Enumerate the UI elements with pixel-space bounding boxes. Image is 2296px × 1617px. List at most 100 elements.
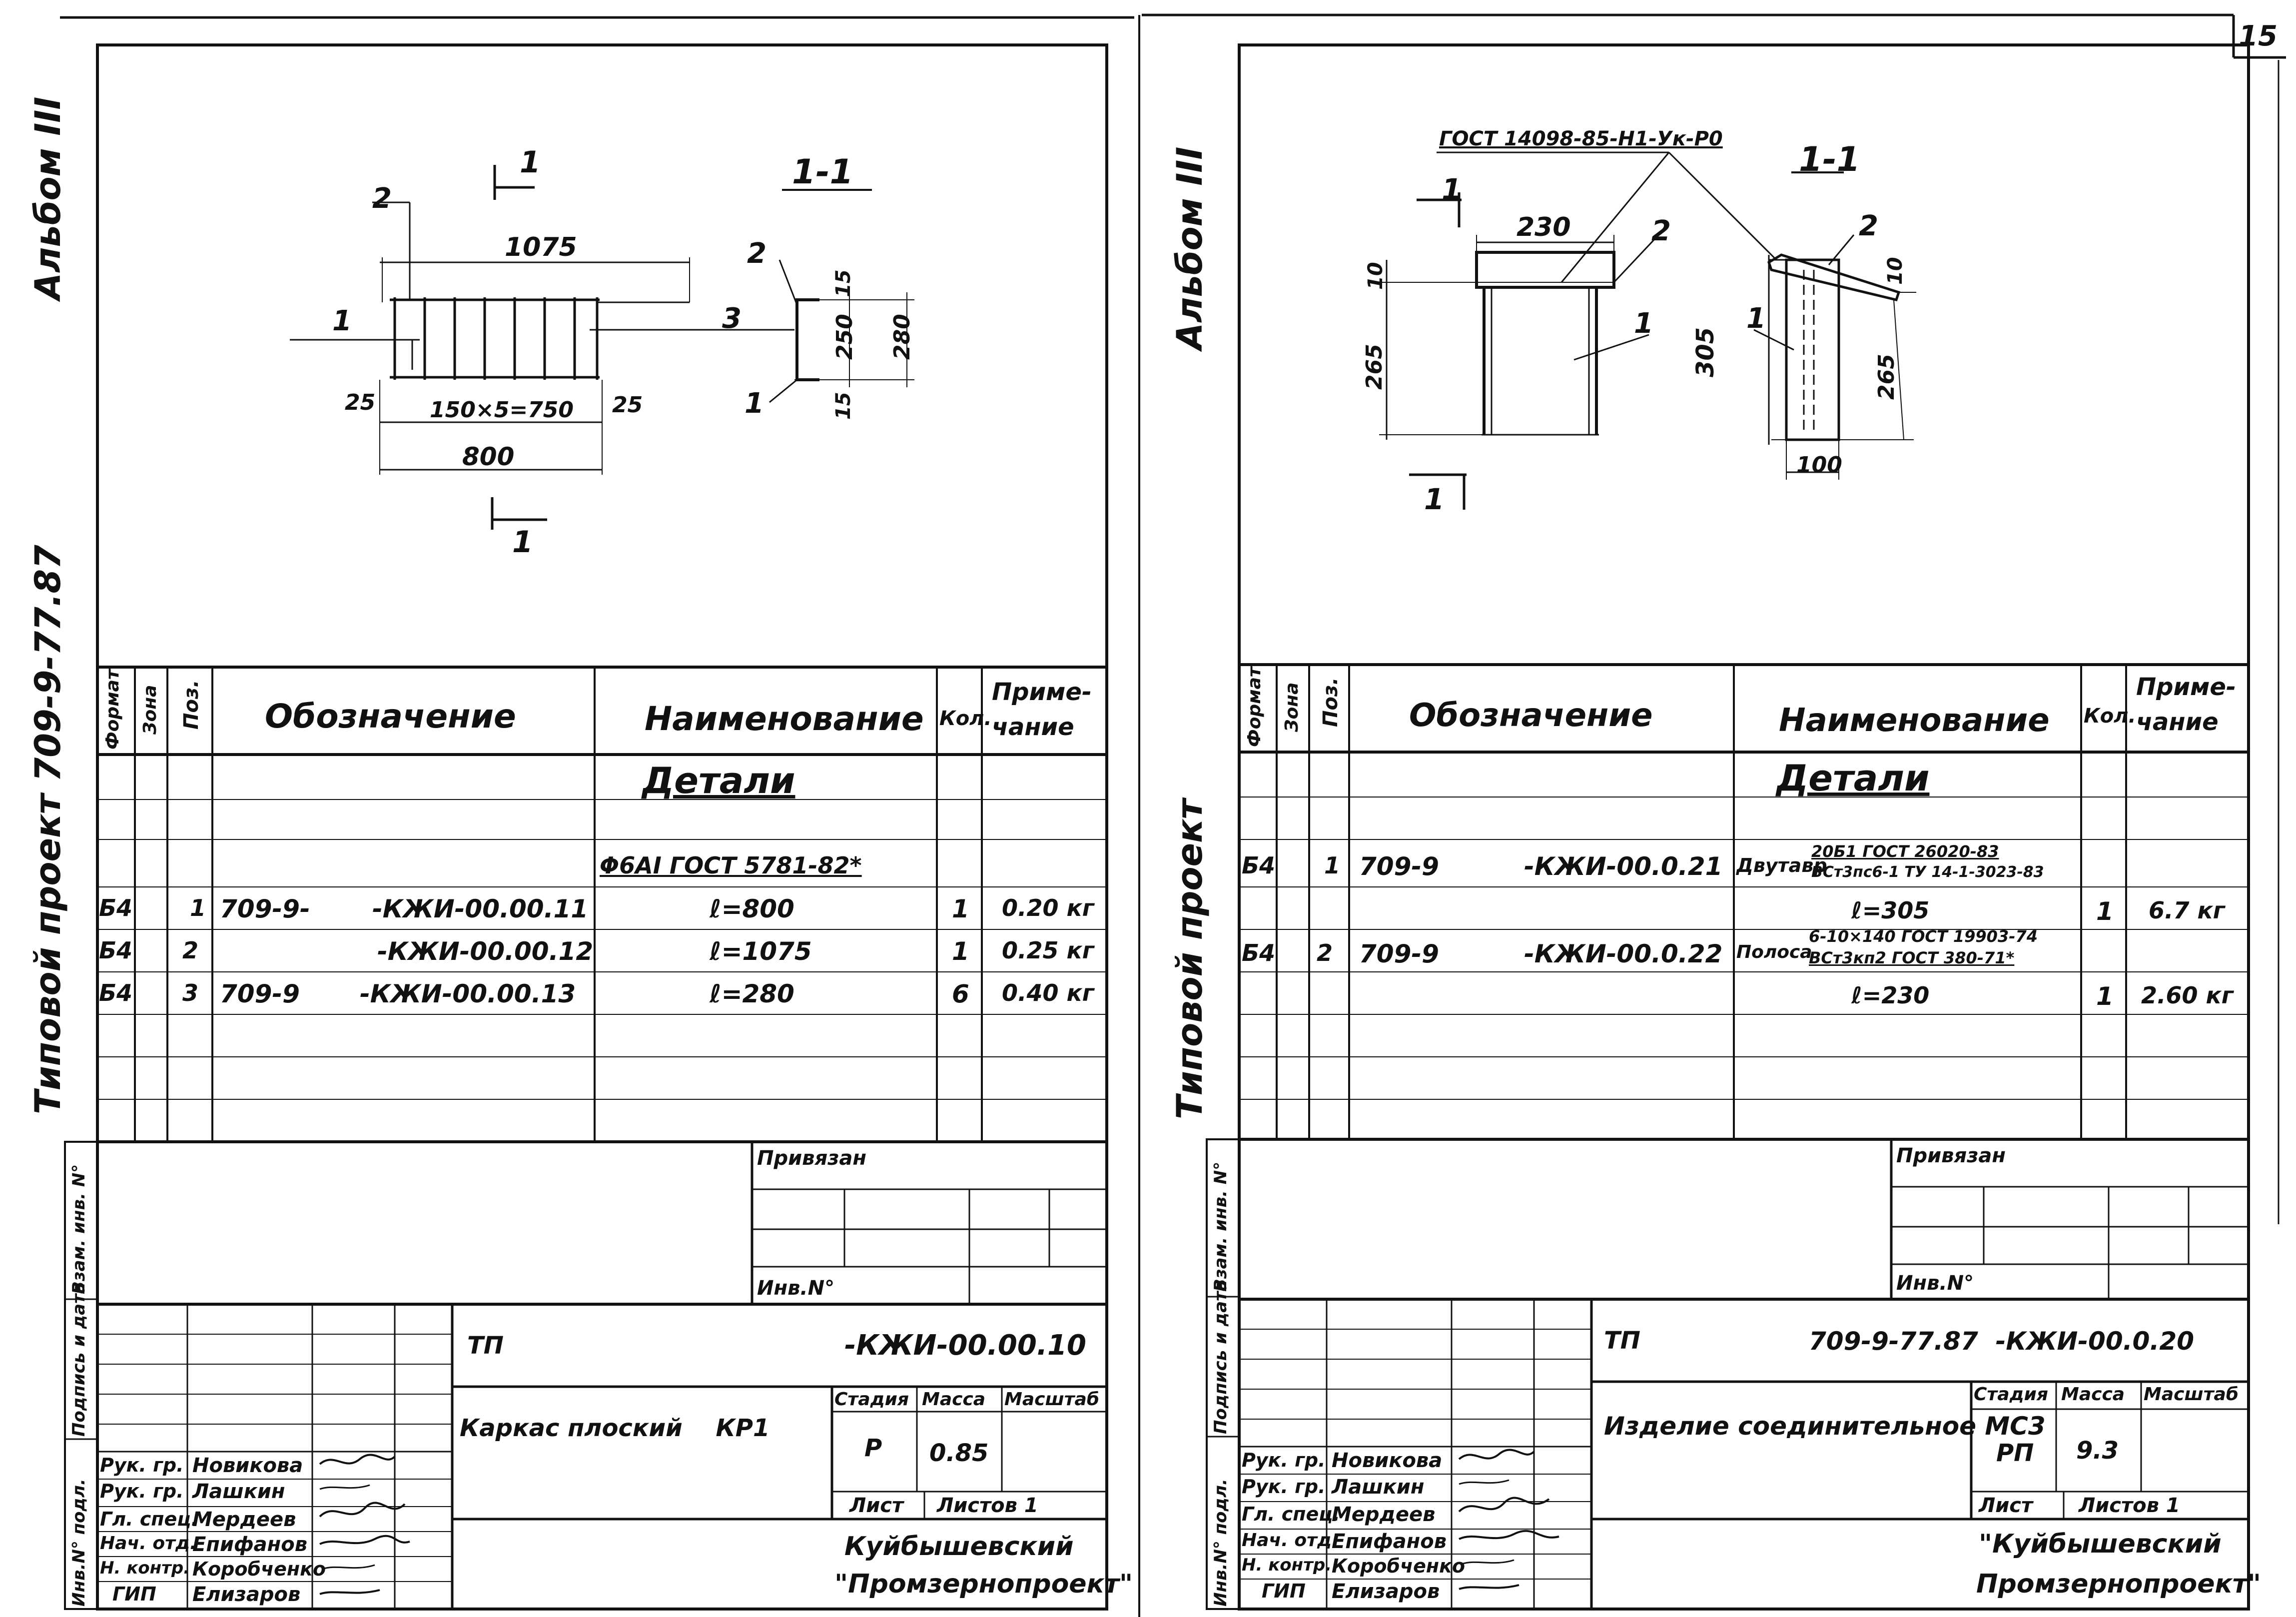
left-stamp-replace: Взам. инв. N° xyxy=(69,1164,89,1294)
left-row2-pos: 2 xyxy=(182,937,199,964)
left-tp: ТП xyxy=(467,1332,504,1360)
left-material-line: Φ6АI ГОСТ 5781-82* xyxy=(600,852,862,879)
left-row3-code-b: -КЖИ-00.00.13 xyxy=(360,979,576,1008)
left-section-heading: Детали xyxy=(642,760,795,802)
left-dim-15b: 15 xyxy=(832,392,855,420)
left-signatures xyxy=(319,1454,410,1595)
left-dim-280: 280 xyxy=(889,314,915,360)
right-item-name: Изделие соединительное МС3 xyxy=(1604,1412,2046,1441)
left-row3-format: Б4 xyxy=(99,979,133,1006)
left-dim-spacing: 150×5=750 xyxy=(430,397,574,423)
left-section-mark-top: 1 xyxy=(520,145,541,180)
right-hdr-name: Наименование xyxy=(1779,702,2050,739)
right-hdr-note: Приме-чание xyxy=(2136,673,2236,736)
right-role: Рук. гр. xyxy=(1242,1476,1326,1498)
left-role: Рук. гр. xyxy=(100,1454,184,1476)
right-album-label: Альбом III xyxy=(1169,146,1210,350)
left-mass-label: Масса xyxy=(922,1389,986,1410)
left-item-name: Каркас плоский КР1 xyxy=(460,1414,770,1442)
right-pos-2a: 2 xyxy=(1651,215,1671,247)
left-dim-25a: 25 xyxy=(345,390,376,415)
left-privyazan: Привязан xyxy=(757,1147,867,1170)
left-mass: 0.85 xyxy=(929,1439,989,1467)
right-row2-code-a: 709-9 xyxy=(1359,939,1439,968)
left-album-label: Альбом III xyxy=(27,96,68,300)
right-row2-note: 2.60 кг xyxy=(2141,982,2234,1009)
left-dim-15a: 15 xyxy=(832,269,855,297)
right-mass-label: Масса xyxy=(2061,1384,2125,1405)
right-role: Рук. гр. xyxy=(1242,1449,1326,1471)
left-person: Новикова xyxy=(192,1454,303,1477)
left-pos-2b: 2 xyxy=(747,237,766,270)
left-row1-format: Б4 xyxy=(99,894,133,921)
left-dim-800: 800 xyxy=(462,442,515,471)
left-org-line1: Куйбышевский xyxy=(844,1532,1074,1562)
right-row1-note: 6.7 кг xyxy=(2149,897,2225,924)
left-scale-label: Масштаб xyxy=(1004,1389,1099,1410)
right-scale-label: Масштаб xyxy=(2144,1384,2239,1405)
right-sheet-label: Лист xyxy=(1979,1494,2033,1517)
left-hdr-pos: Поз. xyxy=(180,680,203,730)
right-signatures xyxy=(1458,1449,1559,1590)
right-role: Гл. спец. xyxy=(1242,1503,1340,1525)
right-hdr-zone: Зона xyxy=(1282,682,1302,732)
left-role: Нач. отд. xyxy=(100,1533,197,1554)
left-inv-no: Инв.N° xyxy=(757,1277,835,1300)
right-dim-305: 305 xyxy=(1691,327,1719,377)
left-row1-qty: 1 xyxy=(952,894,969,923)
left-dim-250: 250 xyxy=(832,314,857,360)
left-hdr-designation: Обозначение xyxy=(265,697,516,736)
right-pos-1a: 1 xyxy=(1634,307,1653,340)
right-row1-qty: 1 xyxy=(2096,897,2114,926)
right-person: Новикова xyxy=(1332,1449,1443,1472)
right-person: Епифанов xyxy=(1332,1530,1447,1553)
left-role: Гл. спец. xyxy=(100,1508,198,1530)
right-dim-10a: 10 xyxy=(1364,262,1387,290)
right-row2-name-prefix: Полоса xyxy=(1736,942,1812,962)
left-row3-pos: 3 xyxy=(182,979,199,1006)
right-org-line1: "Куйбышевский xyxy=(1979,1529,2222,1559)
left-pos-1: 1 xyxy=(332,305,352,337)
right-dim-265b: 265 xyxy=(1874,354,1899,400)
right-hdr-format: Формат xyxy=(1244,667,1265,747)
right-row1-name-bottom: ВСт3пс6-1 ТУ 14-1-3023-83 xyxy=(1811,863,2044,881)
right-row2-format: Б4 xyxy=(1242,939,1276,966)
right-dim-100: 100 xyxy=(1796,452,1842,478)
right-section-heading: Детали xyxy=(1776,757,1930,799)
left-role: Рук. гр. xyxy=(100,1480,184,1502)
left-row3-code-a: 709-9 xyxy=(220,979,300,1008)
right-pos-1b: 1 xyxy=(1746,302,1766,335)
right-row1-format: Б4 xyxy=(1242,852,1276,879)
left-row1-note: 0.20 кг xyxy=(1002,894,1094,921)
right-stamp-sign: Подпись и дата xyxy=(1211,1280,1231,1434)
left-person: Лашкин xyxy=(192,1480,285,1503)
left-stage: Р xyxy=(864,1434,882,1462)
right-row2-name-bottom: ВСт3кп2 ГОСТ 380-71* xyxy=(1809,948,2015,967)
right-stamp-inv: Инв.N° подл. xyxy=(1211,1479,1231,1607)
left-org-line2: "Промзернопроект" xyxy=(834,1569,1133,1599)
right-row2-pos: 2 xyxy=(1317,939,1333,966)
left-row2-note: 0.25 кг xyxy=(1002,937,1094,964)
sheet-number: 15 xyxy=(2239,20,2278,52)
left-dim-25b: 25 xyxy=(612,392,643,418)
right-row1-pos: 1 xyxy=(1324,852,1341,879)
right-sheets-label: Листов 1 xyxy=(2079,1494,2180,1517)
right-row1-code-b: -КЖИ-00.0.21 xyxy=(1524,852,1723,881)
right-gost-label: ГОСТ 14098-85-Н1-Ук-Р0 xyxy=(1439,127,1723,150)
left-stamp-inv: Инв.N° подл. xyxy=(69,1479,89,1607)
right-role: ГИП xyxy=(1262,1580,1306,1602)
left-pos-1b: 1 xyxy=(745,387,764,420)
right-inv-no: Инв.N° xyxy=(1896,1272,1974,1295)
left-role: Н. контр. xyxy=(100,1558,190,1578)
right-dim-10b: 10 xyxy=(1884,257,1907,285)
left-pos-2: 2 xyxy=(372,182,392,215)
left-sheets-label: Листов 1 xyxy=(937,1494,1038,1517)
left-person: Мердеев xyxy=(192,1508,296,1531)
right-row2-code-b: -КЖИ-00.0.22 xyxy=(1524,939,1723,968)
left-hdr-qty: Кол. xyxy=(939,707,992,730)
right-tp: ТП xyxy=(1604,1327,1640,1355)
right-hdr-qty: Кол. xyxy=(2084,705,2136,728)
left-row1-pos: 1 xyxy=(190,894,206,921)
right-row2-qty: 1 xyxy=(2096,982,2114,1011)
